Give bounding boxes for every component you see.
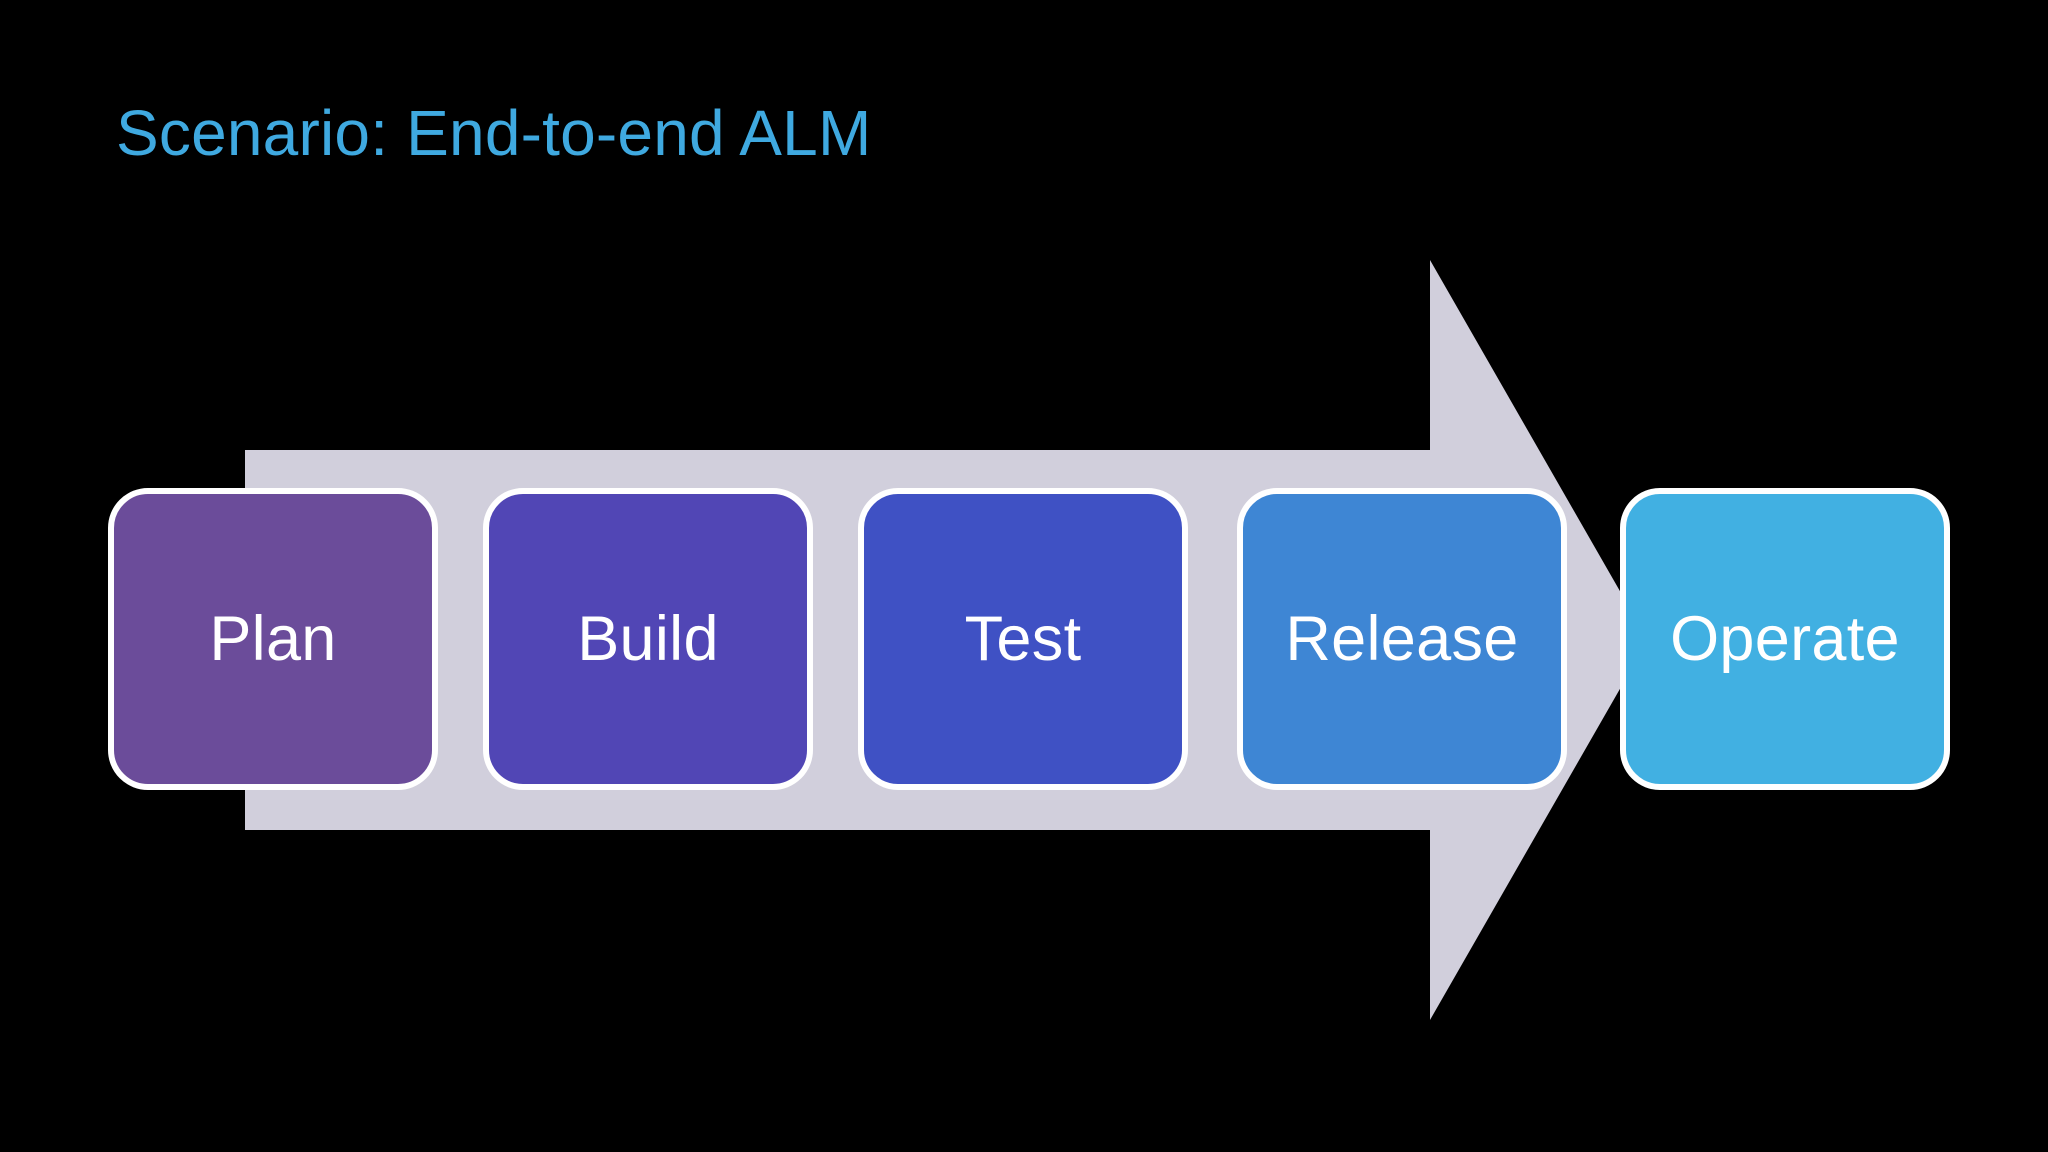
stage-row: Plan Build Test Release Operate <box>0 488 2048 790</box>
stage-label-test: Test <box>964 603 1082 674</box>
stage-label-release: Release <box>1285 603 1519 674</box>
stage-box-release[interactable]: Release <box>1237 488 1567 790</box>
stage-box-plan[interactable]: Plan <box>108 488 438 790</box>
stage-box-operate[interactable]: Operate <box>1620 488 1950 790</box>
stage-box-test[interactable]: Test <box>858 488 1188 790</box>
stage-label-operate: Operate <box>1670 603 1900 674</box>
stage-box-build[interactable]: Build <box>483 488 813 790</box>
stage-label-build: Build <box>577 603 719 674</box>
stage-label-plan: Plan <box>209 603 337 674</box>
page-title: Scenario: End-to-end ALM <box>116 97 872 169</box>
